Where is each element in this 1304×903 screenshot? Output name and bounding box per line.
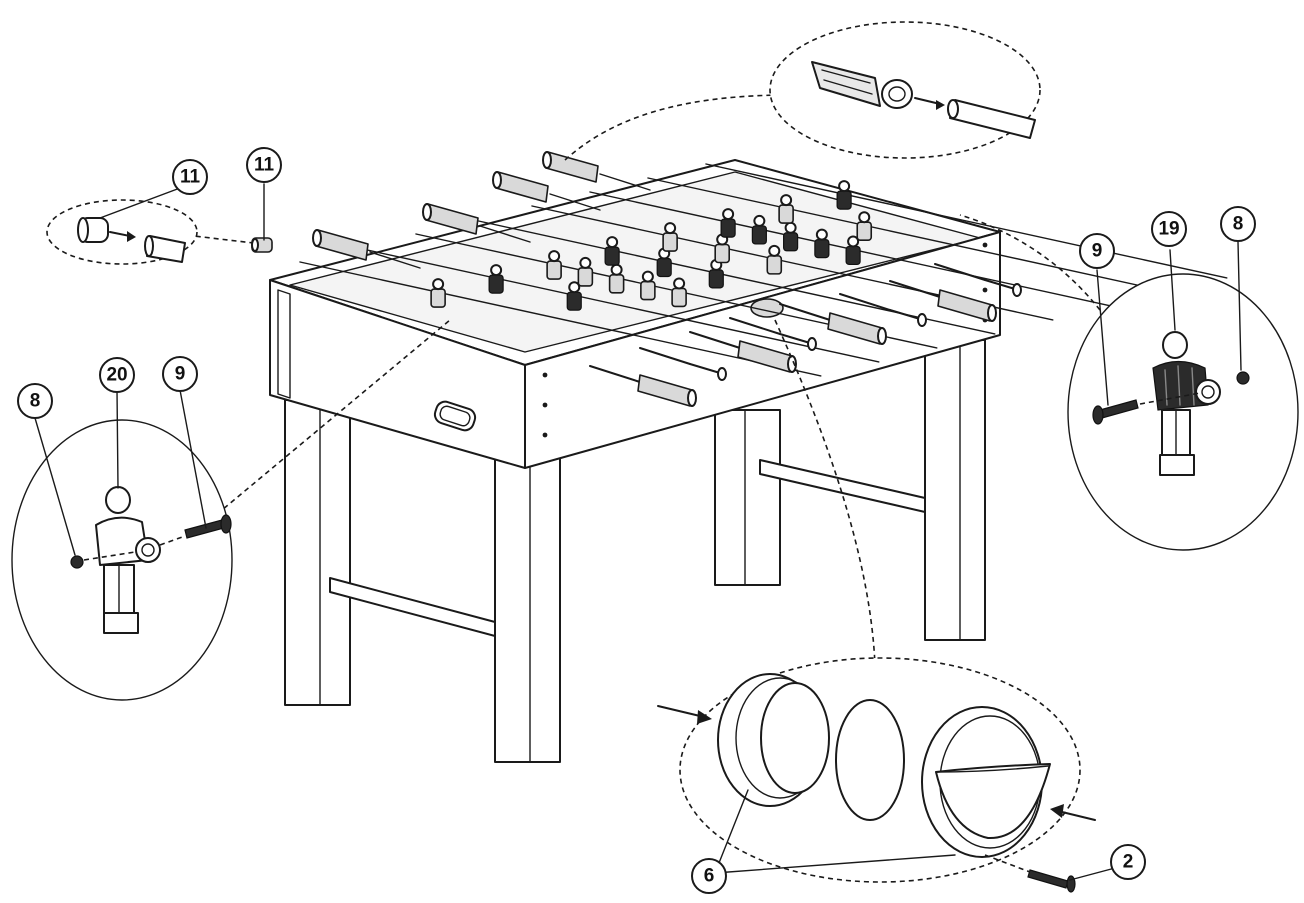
- rod-player-head: [768, 244, 781, 257]
- rod-player: [845, 245, 861, 266]
- player-figure-20: [95, 486, 161, 634]
- callout-label-2: 2: [1123, 852, 1134, 873]
- rod-player: [814, 239, 830, 259]
- callout-c-9r: 9: [1079, 233, 1115, 269]
- callout-label-19: 19: [1158, 219, 1179, 240]
- rod-player: [751, 225, 767, 245]
- player-rod: [647, 177, 1170, 293]
- rod-player: [430, 288, 446, 308]
- rod-player: [656, 257, 672, 278]
- rod-player: [720, 218, 736, 238]
- ring-part-6-right: [921, 706, 1051, 858]
- rod-handle: [639, 347, 727, 381]
- rod-handle: [889, 280, 997, 322]
- rod-player: [783, 232, 799, 252]
- rod-handle: [779, 303, 887, 345]
- rod-player: [546, 260, 562, 280]
- rod-player-head: [838, 180, 851, 193]
- ring-part-6-left: [717, 673, 830, 807]
- rod-handle: [312, 229, 421, 269]
- rod-player: [608, 273, 625, 294]
- left-player-detail-view: [11, 419, 233, 701]
- rod-player-head: [722, 208, 735, 221]
- rod-player-head: [780, 194, 793, 207]
- rod-player-head: [753, 214, 766, 227]
- rod-player: [708, 269, 724, 289]
- callout-c-20: 20: [99, 357, 135, 393]
- callout-label-9r: 9: [1092, 241, 1103, 262]
- player-rod: [705, 163, 1228, 279]
- leader-lines: [159, 94, 1101, 666]
- callout-c-8r: 8: [1220, 206, 1256, 242]
- callout-leaders: [34, 183, 1242, 881]
- ball-cup-detail-view: [657, 657, 1096, 893]
- table-cabinet: [269, 159, 1001, 469]
- callout-label-11b: 11: [254, 155, 275, 176]
- screw-9-right: [1092, 399, 1139, 425]
- rod-player-head: [606, 236, 619, 249]
- rod-player-head: [548, 250, 561, 263]
- callout-label-9l: 9: [175, 364, 186, 385]
- callout-c-19: 19: [1151, 211, 1187, 247]
- rod-player: [640, 280, 656, 301]
- rod-handle: [422, 203, 531, 243]
- rod-player: [488, 274, 504, 294]
- player-rod: [357, 247, 880, 363]
- callout-c-6: 6: [691, 858, 727, 894]
- rod-handle: [729, 317, 817, 351]
- rod-player: [766, 255, 783, 275]
- rod-player-head: [664, 222, 677, 235]
- rod-player-head: [641, 270, 654, 283]
- player-figure-19: [1152, 331, 1221, 476]
- rod-player: [566, 291, 582, 311]
- right-player-detail-view: [1067, 273, 1299, 551]
- rod-player: [577, 267, 594, 287]
- callout-c-11a: 11: [172, 159, 208, 195]
- callout-c-2: 2: [1110, 844, 1146, 880]
- rod-player-head: [568, 281, 581, 294]
- rod-player: [778, 204, 794, 224]
- callout-c-8l: 8: [17, 383, 53, 419]
- rod-player-head: [847, 235, 860, 248]
- rod-handle: [492, 171, 601, 211]
- rod-player-head: [610, 263, 623, 276]
- end-cap-detail-view: [46, 199, 273, 265]
- player-rod: [299, 261, 822, 377]
- rod-player: [604, 246, 620, 266]
- rod-player-head: [673, 277, 686, 290]
- rod-handle: [934, 263, 1022, 297]
- rod-player-head: [432, 278, 445, 291]
- rod-handle: [839, 293, 927, 327]
- callout-label-11a: 11: [180, 167, 201, 188]
- rod-player: [836, 190, 852, 210]
- rod-player: [662, 232, 678, 252]
- rod-player: [714, 243, 731, 264]
- rod-player-head: [815, 228, 828, 241]
- screw-9-left: [184, 514, 232, 539]
- handle-detail-view: [769, 21, 1041, 159]
- callout-c-9l: 9: [162, 356, 198, 392]
- callout-label-6: 6: [704, 866, 715, 887]
- rod-player-head: [490, 264, 503, 277]
- rod-player-head: [784, 221, 797, 234]
- player-rods: [299, 151, 1228, 407]
- rod-handle: [589, 365, 697, 407]
- callout-label-8l: 8: [30, 391, 41, 412]
- rod-handle: [689, 331, 797, 373]
- rod-player-head: [579, 256, 592, 269]
- callout-label-8r: 8: [1233, 214, 1244, 235]
- rod-player-head: [858, 211, 871, 224]
- callout-c-11b: 11: [246, 147, 282, 183]
- callout-label-20: 20: [106, 365, 127, 386]
- rod-handle: [542, 151, 651, 191]
- rod-player: [671, 287, 687, 308]
- rod-player: [856, 221, 873, 241]
